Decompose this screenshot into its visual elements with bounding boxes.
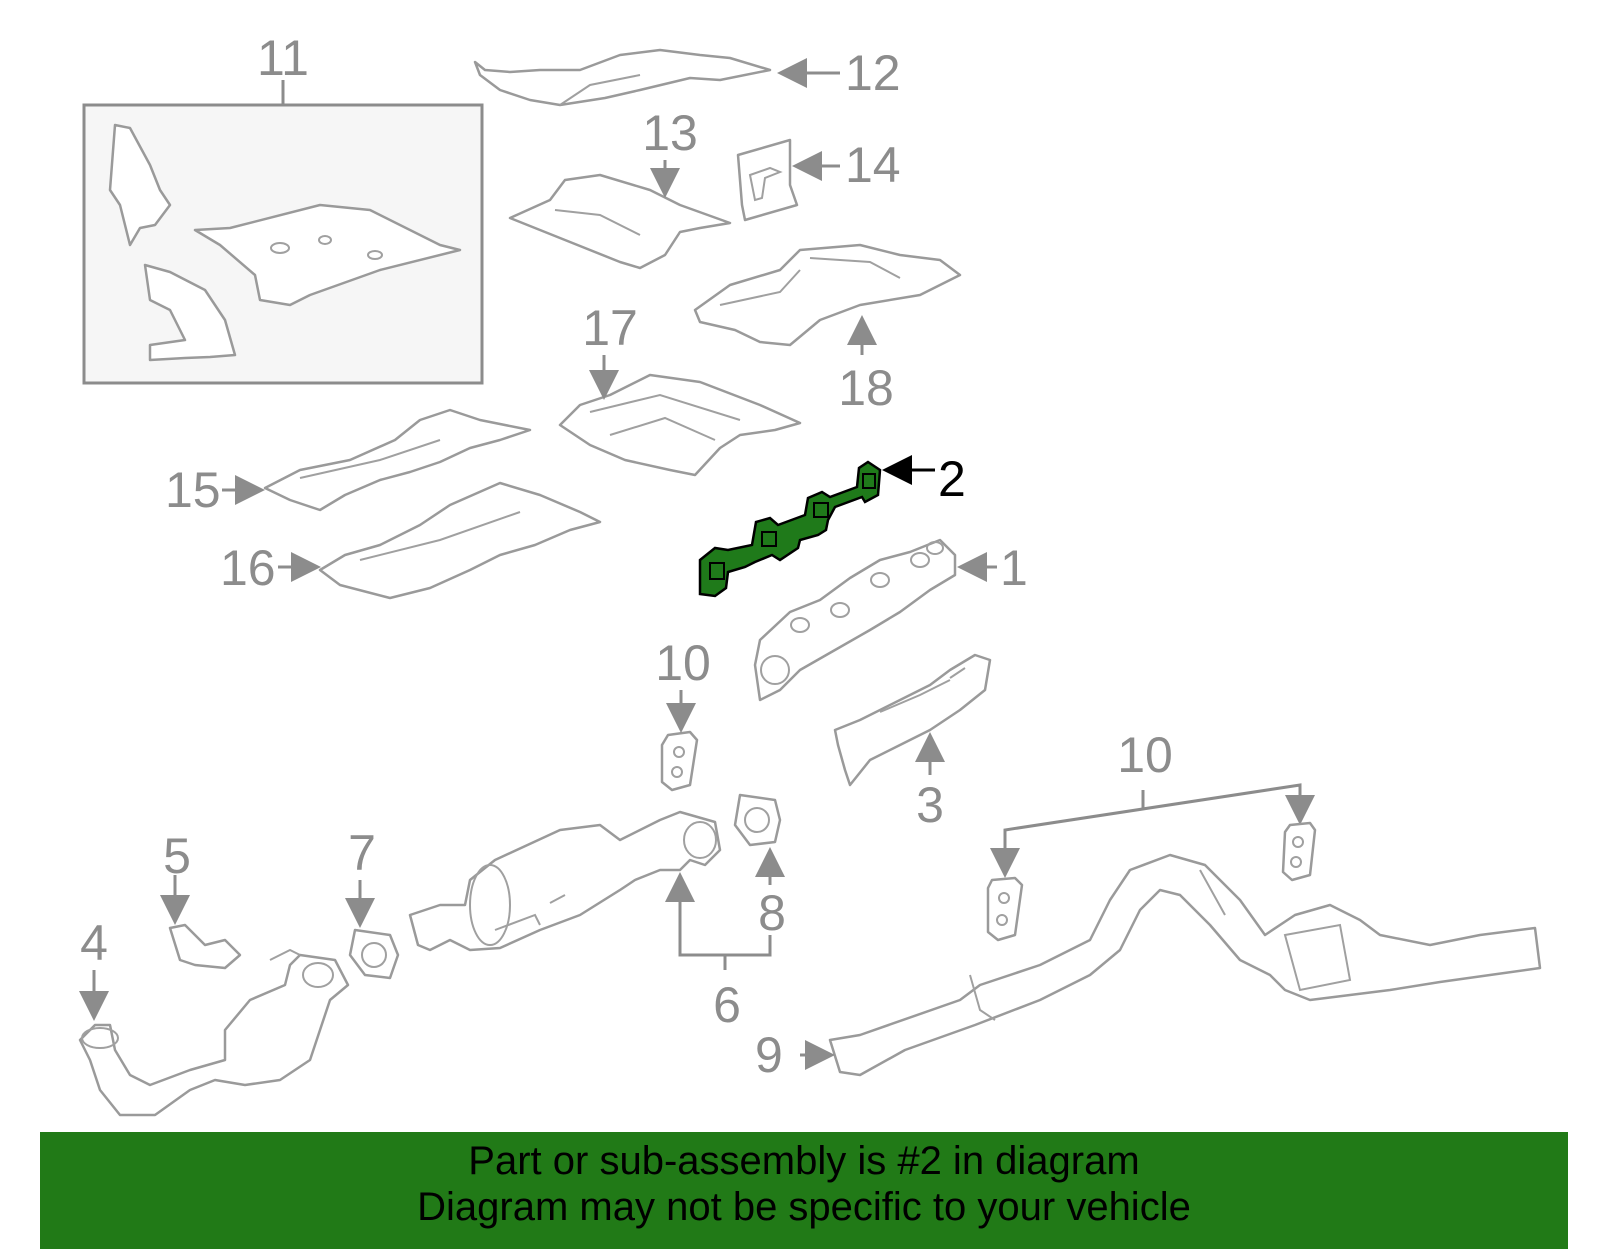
part-5-bracket: 5 (160, 828, 242, 970)
part-6-converter: 6 (408, 810, 772, 1033)
part-2-gasket (698, 460, 882, 598)
part-15-group: 15 (165, 408, 532, 518)
callout-11: 11 (257, 30, 309, 86)
part-14-group: 14 (736, 137, 901, 222)
callout-16: 16 (220, 540, 276, 596)
part-4-front-pipe: 4 (78, 915, 350, 1117)
part-18-group: 18 (693, 243, 962, 416)
callout-13: 13 (642, 105, 698, 161)
callout-15: 15 (165, 462, 221, 518)
part-11-group: 11 (82, 30, 484, 385)
callout-6: 6 (713, 977, 741, 1033)
banner-line-1: Part or sub-assembly is #2 in diagram (468, 1139, 1140, 1183)
part-3-heat-shield: 3 (833, 653, 992, 833)
part-10-hangers-right: 10 (986, 727, 1317, 942)
callout-8: 8 (758, 885, 786, 941)
callout-9: 9 (755, 1027, 783, 1083)
callout-3: 3 (916, 777, 944, 833)
part-8-gasket: 8 (733, 793, 786, 941)
callout-14: 14 (845, 137, 901, 193)
callout-10-left: 10 (655, 635, 711, 691)
banner-line-2: Diagram may not be specific to your vehi… (417, 1185, 1191, 1229)
callout-17: 17 (582, 300, 638, 356)
part-7-gasket: 7 (345, 825, 400, 980)
info-banner: Part or sub-assembly is #2 in diagram Di… (40, 1132, 1568, 1249)
part-12-group: 12 (473, 45, 901, 107)
callout-4: 4 (80, 915, 108, 971)
callout-7: 7 (348, 825, 376, 881)
part-1-manifold: 1 (753, 538, 1028, 702)
callout-5: 5 (163, 828, 191, 884)
callout-12: 12 (845, 45, 901, 101)
callout-1: 1 (1000, 540, 1028, 596)
part-16-group: 16 (220, 481, 602, 600)
part-17-group: 17 (558, 300, 802, 477)
part-9-rear-pipe-muffler: 9 (755, 853, 1542, 1083)
callout-2: 2 (938, 451, 966, 507)
part-13-group: 13 (508, 105, 732, 270)
callout-10-right: 10 (1117, 727, 1173, 783)
callout-18: 18 (838, 360, 894, 416)
part-10-hanger-left: 10 (655, 635, 711, 792)
